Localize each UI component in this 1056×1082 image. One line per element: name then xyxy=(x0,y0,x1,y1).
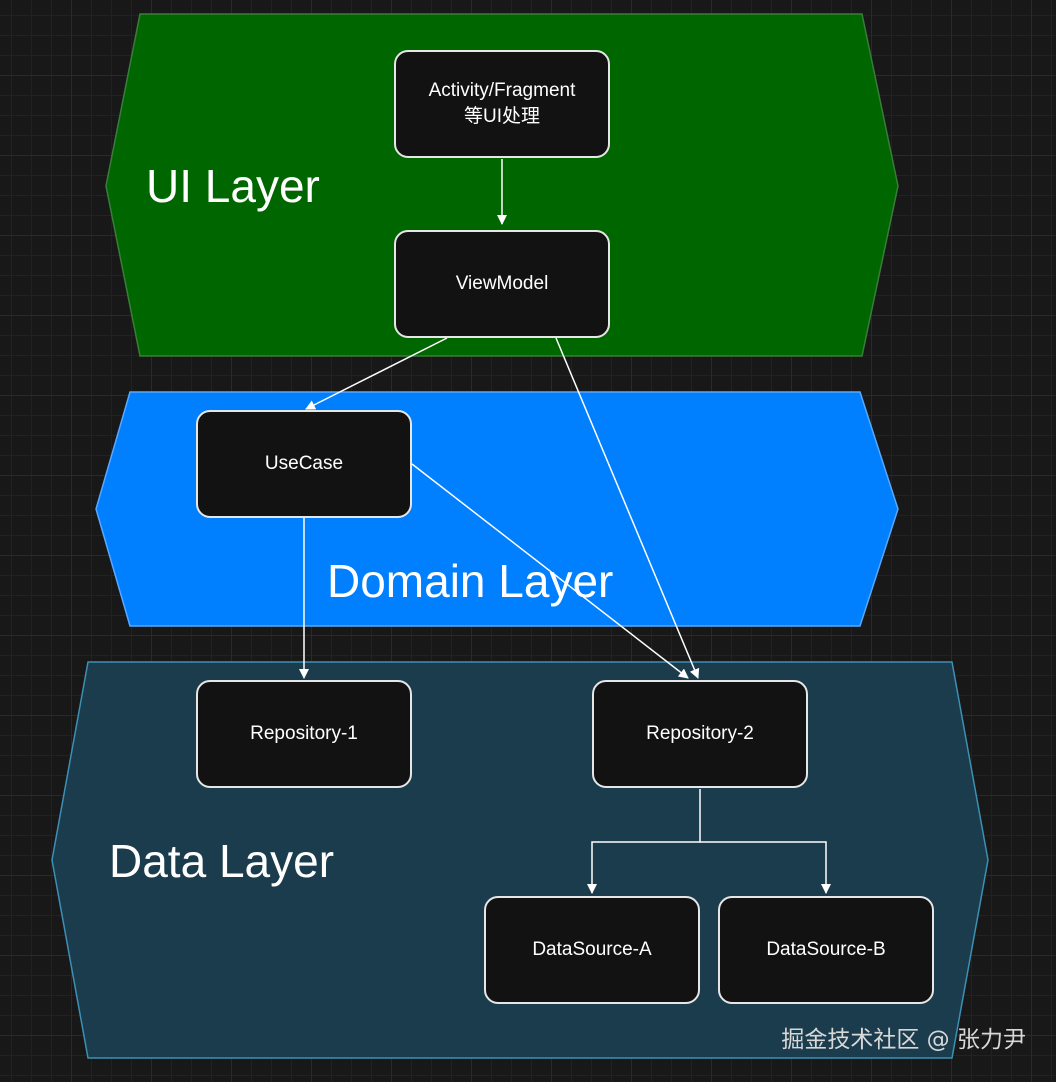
repository-2-node[interactable]: Repository-2 xyxy=(592,680,808,788)
activity-node-label-line2: 等UI处理 xyxy=(463,106,540,127)
datasource-a-node[interactable]: DataSource-A xyxy=(484,896,700,1004)
repository-1-node[interactable]: Repository-1 xyxy=(196,680,412,788)
edge-repository2-to-datasource-b xyxy=(700,841,831,894)
datasource-a-node-label: DataSource-A xyxy=(532,939,652,961)
edge-viewmodel-to-repository2 xyxy=(555,337,700,679)
edge-viewmodel-to-usecase xyxy=(305,337,448,410)
ui-layer-title: UI Layer xyxy=(146,160,320,212)
datasource-b-node-label: DataSource-B xyxy=(766,939,886,961)
usecase-node-label: UseCase xyxy=(264,453,344,475)
data-layer-title: Data Layer xyxy=(109,835,335,887)
edge-repository2-to-datasource-a xyxy=(587,789,701,894)
repository-2-node-label: Repository-2 xyxy=(646,723,754,745)
viewmodel-node[interactable]: ViewModel xyxy=(394,230,610,338)
datasource-b-node[interactable]: DataSource-B xyxy=(718,896,934,1004)
usecase-node[interactable]: UseCase xyxy=(196,410,412,518)
viewmodel-node-label: ViewModel xyxy=(455,273,549,295)
repository-1-node-label: Repository-1 xyxy=(250,723,358,745)
activity-fragment-node[interactable]: Activity/Fragment 等UI处理 xyxy=(394,50,610,158)
domain-layer-title: Domain Layer xyxy=(327,555,614,607)
watermark-text: 掘金技术社区 @ 张力尹 xyxy=(781,1027,1026,1053)
edge-usecase-to-repository2 xyxy=(411,463,689,679)
activity-node-label-line1: Activity/Fragment xyxy=(428,80,576,102)
